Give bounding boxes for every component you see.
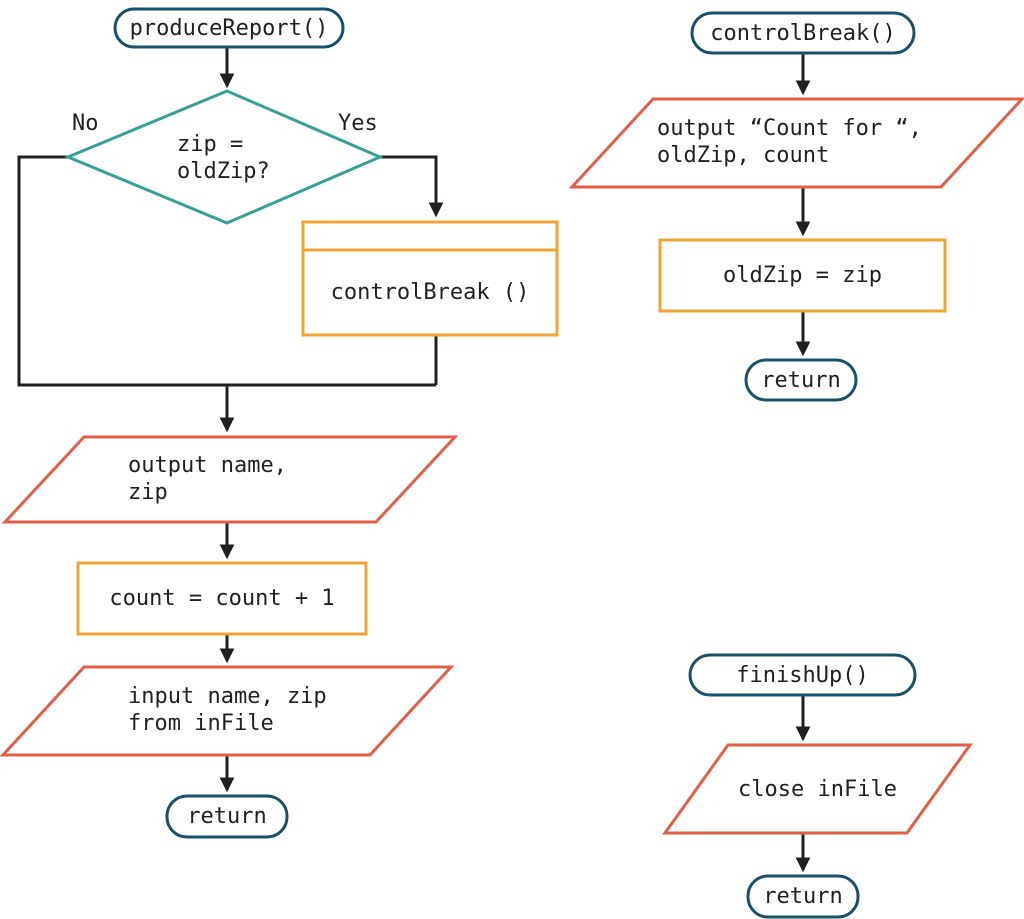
fu-return-label: return xyxy=(763,884,843,909)
count-increment-label: count = count + 1 xyxy=(109,586,335,611)
yes-branch-label: Yes xyxy=(338,111,378,136)
process-count-increment xyxy=(76,561,368,636)
terminal-finish-up xyxy=(688,653,917,697)
decision-label: zip = oldZip? xyxy=(177,132,270,184)
io-close-infile xyxy=(662,743,973,835)
terminal-produce-report xyxy=(113,7,345,49)
cb-return-label: return xyxy=(761,367,841,393)
produce-return-label: return xyxy=(187,804,267,829)
terminal-control-break xyxy=(690,11,916,55)
process-oldzip-assign xyxy=(658,238,947,313)
decision-zip-oldzip xyxy=(64,89,384,225)
terminal-fu-return xyxy=(746,874,860,919)
oldzip-assign-label: oldZip = zip xyxy=(723,263,882,288)
predefined-process-controlbreak-call xyxy=(301,220,559,337)
terminal-produce-return xyxy=(165,794,289,839)
io-output-count-for xyxy=(568,97,1024,189)
close-infile-label: close inFile xyxy=(738,776,897,802)
terminal-control-break-label: controlBreak() xyxy=(710,20,896,46)
io-input-name-zip xyxy=(0,665,455,757)
call-controlbreak-label: controlBreak () xyxy=(330,280,530,305)
input-name-zip-label: input name, zip from inFile xyxy=(128,684,327,736)
terminal-finish-up-label: finishUp() xyxy=(736,662,869,688)
output-name-zip-label: output name, zip xyxy=(128,453,287,505)
io-output-name-zip xyxy=(1,435,459,524)
no-branch-label: No xyxy=(72,111,99,136)
output-count-for-label: output “Count for “, oldZip, count xyxy=(657,116,922,168)
yes-branch-line xyxy=(380,155,444,218)
terminal-cb-return xyxy=(744,358,858,402)
terminal-produce-report-label: produceReport() xyxy=(129,15,329,41)
